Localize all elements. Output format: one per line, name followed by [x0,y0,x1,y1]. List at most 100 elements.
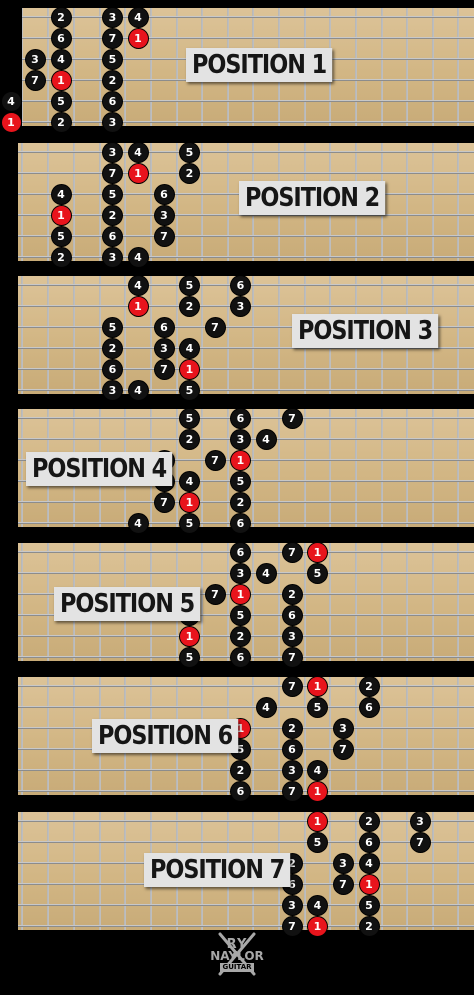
fret-wire [176,8,178,126]
position-label: POSITION 2 [239,181,386,215]
scale-degree-marker: 6 [231,513,250,533]
scale-degree-marker: 7 [333,739,353,759]
scale-degree-marker: 5 [308,697,327,717]
fret-wire [47,276,49,394]
scale-degree-marker: 3 [103,7,122,27]
guitar-string [18,256,474,258]
fret-wire [457,8,459,126]
guitar-string [18,37,474,39]
guitar-string [18,214,474,216]
logo-naylor-text: NAYLOR [210,949,264,963]
scale-degree-marker: 4 [128,7,148,27]
fret-wire [457,276,459,394]
root-note-marker: 1 [308,916,327,936]
scale-degree-marker: 3 [282,626,302,646]
fret-wire [73,143,75,261]
scale-degree-marker: 6 [103,226,122,246]
scale-degree-marker: 4 [128,142,148,162]
fret-wire [21,276,23,394]
fret-wire [278,409,280,527]
fret-wire [201,143,203,261]
fret-wire [406,543,408,661]
fret-wire [227,543,229,661]
scale-degree-marker: 7 [410,832,430,852]
scale-degree-marker: 6 [103,359,122,379]
guitar-string [18,121,474,123]
scale-degree-marker: 7 [282,916,302,936]
fret-wire [457,812,459,930]
fret-wire [432,409,434,527]
scale-degree-marker: 7 [205,317,225,337]
guitar-string [18,389,474,391]
scale-degree-marker: 2 [103,70,122,90]
scale-degree-marker: 2 [180,163,199,183]
fret-wire [21,409,23,527]
scale-degree-marker: 5 [103,317,122,337]
scale-degree-marker: 7 [154,226,174,246]
scale-degree-marker: 2 [231,760,250,780]
scale-degree-marker: 6 [282,739,302,759]
scale-degree-marker: 4 [51,184,71,204]
scale-degree-marker: 2 [51,7,71,27]
fret-wire [432,812,434,930]
scale-degree-marker: 7 [154,492,174,512]
fret-wire [99,8,101,126]
fret-wire [381,677,383,795]
guitar-string [18,820,474,822]
scale-degree-marker: 5 [180,380,199,400]
scale-degree-marker: 3 [103,142,122,162]
scale-degree-marker: 4 [128,247,148,267]
scale-degree-marker: 6 [282,605,302,625]
fret-wire [329,543,331,661]
scale-degree-marker: 6 [231,781,250,801]
guitar-string [18,347,474,349]
nut [18,8,22,126]
fret-wire [252,543,254,661]
guitar-string [18,706,474,708]
scale-degree-marker: 5 [180,408,199,428]
root-note-marker: 1 [308,811,327,831]
root-note-marker: 1 [51,205,71,225]
scale-degree-marker: 3 [410,811,430,831]
scale-degree-marker: 4 [128,513,148,533]
scale-degree-marker: 3 [282,760,302,780]
scale-degree-marker: 4 [308,760,327,780]
guitar-string [18,235,474,237]
scale-degree-marker: 7 [282,676,302,696]
scale-degree-marker: 5 [231,605,250,625]
fret-wire [21,8,23,126]
scale-degree-marker: 3 [25,49,45,69]
position-4-panel: 567234671345712456POSITION 4 [0,401,474,536]
fret-wire [406,8,408,126]
guitar-string [18,368,474,370]
scale-degree-marker: 7 [154,359,174,379]
scale-degree-marker: 2 [103,205,122,225]
scale-degree-marker: 6 [359,697,379,717]
fret-wire [355,8,357,126]
scale-degree-marker: 2 [180,429,199,449]
scale-degree-marker: 5 [51,226,71,246]
scale-degree-marker: 5 [180,275,199,295]
fret-wire [381,543,383,661]
root-note-marker: 1 [308,676,327,696]
scale-degree-marker: 6 [231,647,250,667]
scale-degree-marker: 3 [154,338,174,358]
scale-degree-marker: 7 [282,781,302,801]
fret-wire [124,812,126,930]
fret-wire [21,677,23,795]
guitar-string [18,151,474,153]
fret-wire [150,143,152,261]
scale-degree-marker: 3 [333,853,353,873]
fret-wire [201,409,203,527]
fret-wire [73,276,75,394]
scale-degree-marker: 3 [231,563,250,583]
scale-degree-marker: 5 [180,513,199,533]
root-note-marker: 1 [308,781,327,801]
fret-wire [432,677,434,795]
position-label: POSITION 6 [92,719,239,753]
fret-wire [406,409,408,527]
scale-degree-marker: 3 [154,205,174,225]
scale-degree-marker: 5 [180,142,199,162]
fret-wire [176,276,178,394]
